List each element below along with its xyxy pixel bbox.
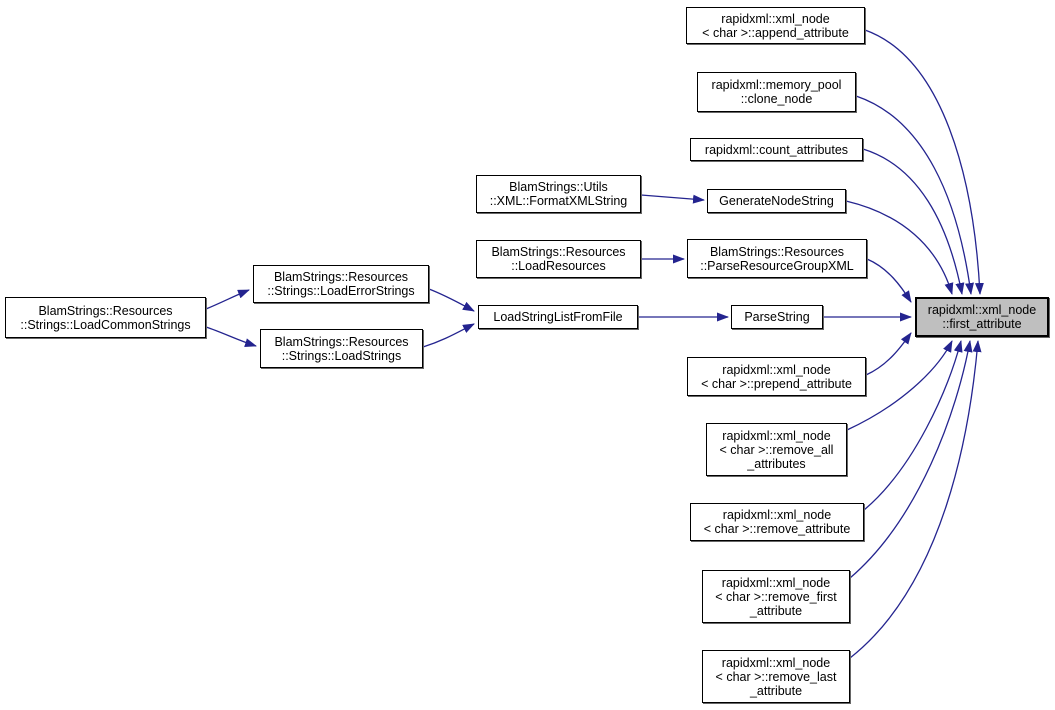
node-load-string-list-from-file[interactable]: LoadStringListFromFile — [478, 305, 638, 329]
node-clone-node[interactable]: rapidxml::memory_pool ::clone_node — [697, 72, 856, 112]
node-load-error-strings[interactable]: BlamStrings::Resources ::Strings::LoadEr… — [253, 265, 429, 303]
node-generate-node-string[interactable]: GenerateNodeString — [707, 189, 846, 213]
node-label: rapidxml::xml_node < char >::prepend_att… — [701, 362, 852, 391]
edge-remove-first-attribute-to-first-attribute — [849, 340, 973, 579]
edge-append-attribute-to-first-attribute — [864, 29, 984, 295]
node-remove-all-attributes[interactable]: rapidxml::xml_node < char >::remove_all … — [706, 423, 847, 476]
node-count-attributes[interactable]: rapidxml::count_attributes — [690, 138, 863, 161]
node-label: BlamStrings::Resources ::Strings::LoadCo… — [20, 303, 191, 332]
edge-remove-all-attributes-to-first-attribute — [846, 340, 953, 431]
node-label: BlamStrings::Utils ::XML::FormatXMLStrin… — [489, 180, 628, 208]
node-load-common-strings[interactable]: BlamStrings::Resources ::Strings::LoadCo… — [5, 297, 206, 338]
edge-load-common-strings-to-load-strings — [205, 326, 257, 347]
node-format-xml-string[interactable]: BlamStrings::Utils ::XML::FormatXMLStrin… — [476, 175, 641, 213]
edge-remove-last-attribute-to-first-attribute — [849, 340, 982, 659]
node-label: ParseString — [744, 310, 810, 324]
edge-parse-resource-group-xml-to-first-attribute — [866, 258, 912, 303]
node-label: rapidxml::xml_node < char >::remove_firs… — [715, 575, 837, 618]
node-label: LoadStringListFromFile — [493, 310, 623, 324]
edge-load-common-strings-to-load-error-strings — [205, 289, 250, 310]
node-label: rapidxml::xml_node ::first_attribute — [927, 303, 1037, 331]
node-load-strings[interactable]: BlamStrings::Resources ::Strings::LoadSt… — [260, 329, 423, 368]
node-label: BlamStrings::Resources ::LoadResources — [491, 245, 626, 273]
node-label: BlamStrings::Resources ::ParseResourceGr… — [700, 244, 854, 273]
node-prepend-attribute[interactable]: rapidxml::xml_node < char >::prepend_att… — [687, 357, 866, 396]
node-parse-resource-group-xml[interactable]: BlamStrings::Resources ::ParseResourceGr… — [687, 239, 867, 278]
node-label: BlamStrings::Resources ::Strings::LoadSt… — [274, 334, 409, 363]
node-remove-attribute[interactable]: rapidxml::xml_node < char >::remove_attr… — [690, 503, 864, 541]
edge-clone-node-to-first-attribute — [855, 95, 974, 295]
node-first-attribute-focus: rapidxml::xml_node ::first_attribute — [915, 297, 1049, 337]
node-label: rapidxml::xml_node < char >::remove_attr… — [703, 508, 851, 536]
node-label: rapidxml::xml_node < char >::remove_all … — [719, 428, 834, 471]
node-label: rapidxml::memory_pool ::clone_node — [711, 78, 842, 106]
edge-generate-node-string-to-first-attribute — [845, 200, 954, 295]
node-label: rapidxml::xml_node < char >::remove_last… — [715, 655, 837, 698]
edge-remove-attribute-to-first-attribute — [863, 340, 963, 511]
edge-load-strings-to-load-string-list-from-file — [422, 323, 475, 348]
node-parse-string[interactable]: ParseString — [731, 305, 823, 329]
node-remove-last-attribute[interactable]: rapidxml::xml_node < char >::remove_last… — [702, 650, 850, 703]
node-load-resources[interactable]: BlamStrings::Resources ::LoadResources — [476, 240, 641, 278]
node-label: BlamStrings::Resources ::Strings::LoadEr… — [267, 270, 415, 298]
edge-count-attributes-to-first-attribute — [862, 148, 965, 295]
edge-load-error-strings-to-load-string-list-from-file — [428, 288, 475, 312]
edge-format-xml-string-to-generate-node-string — [640, 194, 705, 204]
node-append-attribute[interactable]: rapidxml::xml_node < char >::append_attr… — [686, 7, 865, 44]
node-label: rapidxml::count_attributes — [704, 142, 849, 157]
node-remove-first-attribute[interactable]: rapidxml::xml_node < char >::remove_firs… — [702, 570, 850, 623]
node-label: rapidxml::xml_node < char >::append_attr… — [702, 11, 849, 40]
node-label: GenerateNodeString — [719, 194, 834, 208]
edge-prepend-attribute-to-first-attribute — [865, 332, 912, 376]
